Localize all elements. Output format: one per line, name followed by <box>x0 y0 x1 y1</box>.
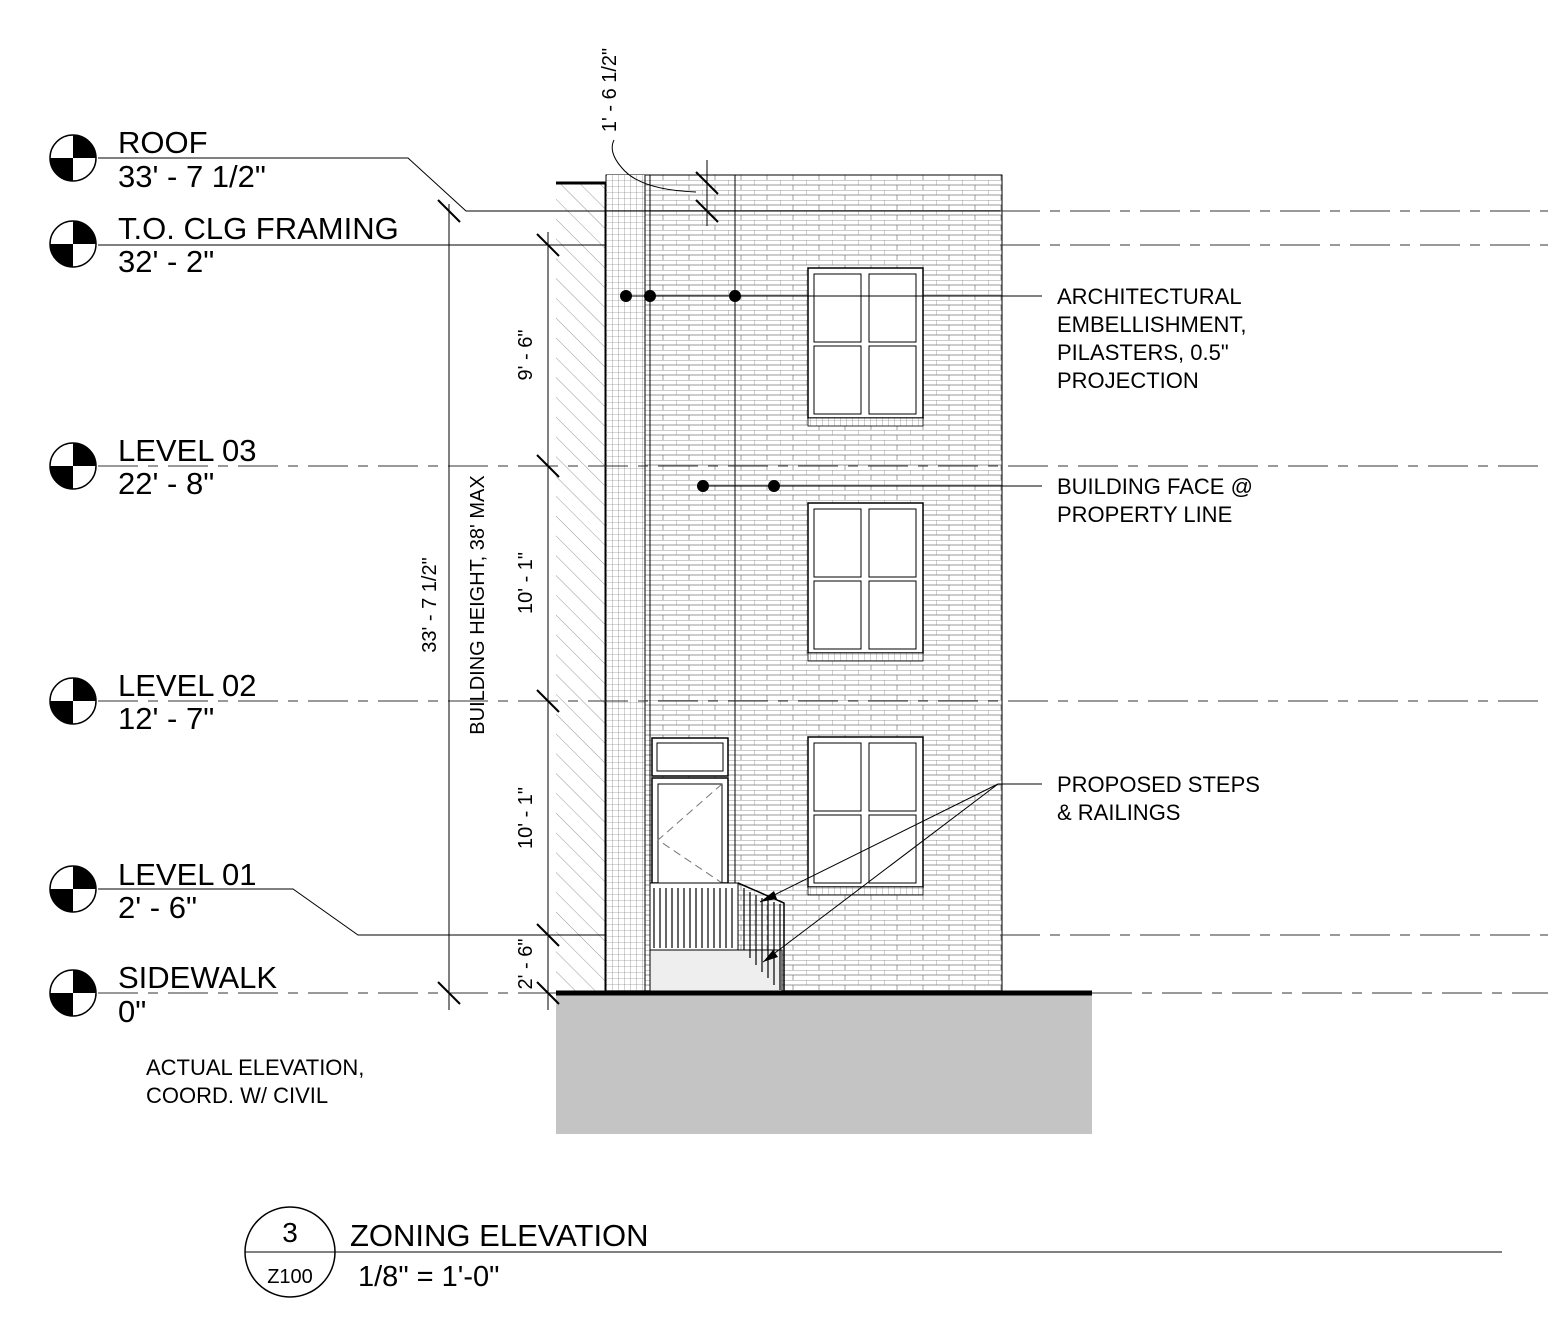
window-level-03 <box>807 267 924 427</box>
drawing-number: 3 <box>282 1217 298 1248</box>
sheet-number: Z100 <box>267 1266 313 1288</box>
note-building-face-1: BUILDING FACE @ <box>1057 474 1253 499</box>
dim-base: 2' - 6" <box>515 939 537 990</box>
level-elev-level-02: 12' - 7" <box>118 701 214 736</box>
note-embellishment-1: ARCHITECTURAL <box>1057 284 1242 309</box>
dim-building-height: BUILDING HEIGHT, 38' MAX <box>467 475 489 734</box>
level-name-level-02: LEVEL 02 <box>118 668 256 703</box>
level-marker-tocf <box>49 220 97 268</box>
ground-block <box>556 994 1092 1134</box>
level-elev-sidewalk: 0" <box>118 994 146 1029</box>
level-marker-level-03 <box>49 442 97 490</box>
level-name-level-03: LEVEL 03 <box>118 433 256 468</box>
leader-building-face <box>697 480 1042 492</box>
level-lines <box>98 157 1548 994</box>
level-name-sidewalk: SIDEWALK <box>118 960 277 995</box>
level-name-level-01: LEVEL 01 <box>118 857 256 892</box>
level-elev-roof: 33' - 7 1/2" <box>118 159 266 194</box>
level-marker-sidewalk <box>49 969 97 1017</box>
drawing-title: ZONING ELEVATION <box>350 1218 649 1253</box>
note-building-face-2: PROPERTY LINE <box>1057 502 1232 527</box>
level-elev-level-03: 22' - 8" <box>118 466 214 501</box>
floor-dimension-chain <box>536 232 560 1010</box>
dim-parapet: 1' - 6 1/2" <box>599 48 621 132</box>
level-elev-tocf: 32' - 2" <box>118 244 214 279</box>
leader-embellishment <box>620 290 1042 302</box>
level-elev-level-01: 2' - 6" <box>118 890 197 925</box>
entry-door <box>651 737 729 884</box>
parapet-dimension <box>611 139 719 226</box>
pilaster-left <box>607 175 645 993</box>
level-marker-level-02 <box>49 677 97 725</box>
level-name-tocf: T.O. CLG FRAMING <box>118 211 399 246</box>
title-block <box>244 1206 1502 1298</box>
dim-floor-3: 9' - 6" <box>515 330 537 381</box>
note-steps-2: & RAILINGS <box>1057 800 1180 825</box>
note-embellishment-3: PILASTERS, 0.5" <box>1057 340 1229 365</box>
drawing-scale: 1/8" = 1'-0" <box>358 1261 499 1293</box>
note-actual-elevation-2: COORD. W/ CIVIL <box>146 1083 328 1108</box>
adjacent-hatch <box>556 183 606 993</box>
note-actual-elevation-1: ACTUAL ELEVATION, <box>146 1055 364 1080</box>
level-name-roof: ROOF <box>118 125 208 160</box>
level-marker-level-01 <box>49 865 97 913</box>
steps-railings <box>649 882 785 994</box>
dim-floor-2: 10' - 1" <box>515 552 537 614</box>
overall-dimension-line <box>437 199 461 1010</box>
note-embellishment-2: EMBELLISHMENT, <box>1057 312 1247 337</box>
window-level-02 <box>807 502 924 662</box>
note-steps-1: PROPOSED STEPS <box>1057 772 1260 797</box>
leader-steps <box>759 783 1042 963</box>
dim-floor-1: 10' - 1" <box>515 787 537 849</box>
dim-overall: 33' - 7 1/2" <box>419 557 441 652</box>
window-level-01 <box>807 736 924 896</box>
note-embellishment-4: PROJECTION <box>1057 368 1199 393</box>
level-marker-roof <box>49 134 97 182</box>
